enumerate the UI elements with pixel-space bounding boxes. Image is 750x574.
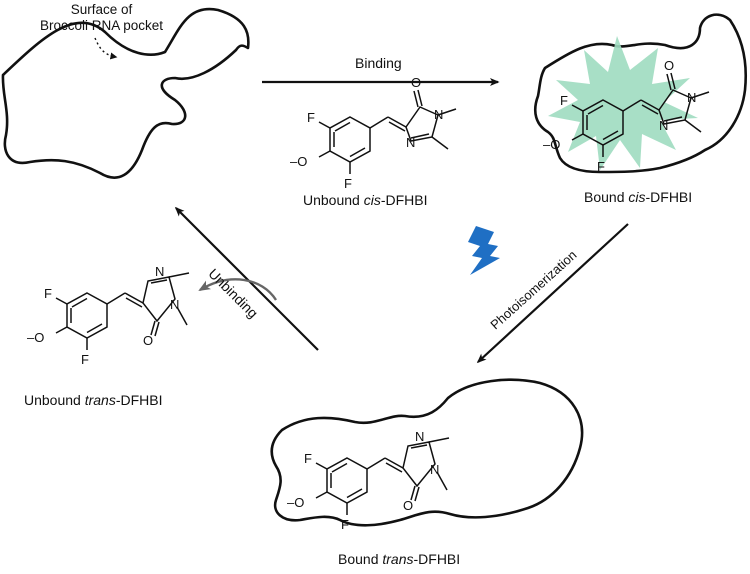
bound-trans-label-prefix: Bound [338,551,383,567]
unbound-trans-label: Unbound trans-DFHBI [24,393,163,407]
release-curve-arrow [198,278,278,301]
bound-trans-label: Bound trans-DFHBI [338,552,460,566]
bound-cis-label-italic: cis [628,189,646,205]
bound-cis-label-suffix: -DFHBI [645,189,693,205]
unbound-trans-dfhbi-structure [26,263,190,368]
unbound-cis-label-prefix: Unbound [303,192,364,208]
unbound-cis-dfhbi-structure [289,74,457,192]
unbound-cis-label-italic: cis [363,192,381,208]
bound-trans-label-italic: trans [382,551,414,567]
unbinding-arrow [174,206,319,351]
surface-pointer-arrow [94,37,118,60]
lightning-bolt-icon [468,226,500,275]
fluorescence-glow [548,36,698,170]
bound-cis-label: Bound cis-DFHBI [584,190,692,204]
unbound-cis-label-suffix: -DFHBI [380,192,428,208]
unbound-trans-label-suffix: -DFHBI [115,392,163,408]
surface-label: Surface of Broccoli RNA pocket [40,3,163,32]
surface-label-line1: Surface of [70,2,133,17]
photoisomerization-arrow [476,223,629,364]
binding-label: Binding [355,55,402,71]
bound-trans-pocket-outline [270,378,584,527]
empty-pocket-outline [1,7,250,179]
surface-label-line2: Broccoli RNA pocket [40,17,164,33]
bound-trans-dfhbi-structure [286,428,450,533]
bound-cis-pocket-outline [534,13,747,174]
bound-cis-label-prefix: Bound [584,189,629,205]
unbound-trans-label-italic: trans [84,392,116,408]
bound-trans-label-suffix: -DFHBI [413,551,461,567]
unbound-cis-label: Unbound cis-DFHBI [303,193,428,207]
unbound-trans-label-prefix: Unbound [24,392,85,408]
